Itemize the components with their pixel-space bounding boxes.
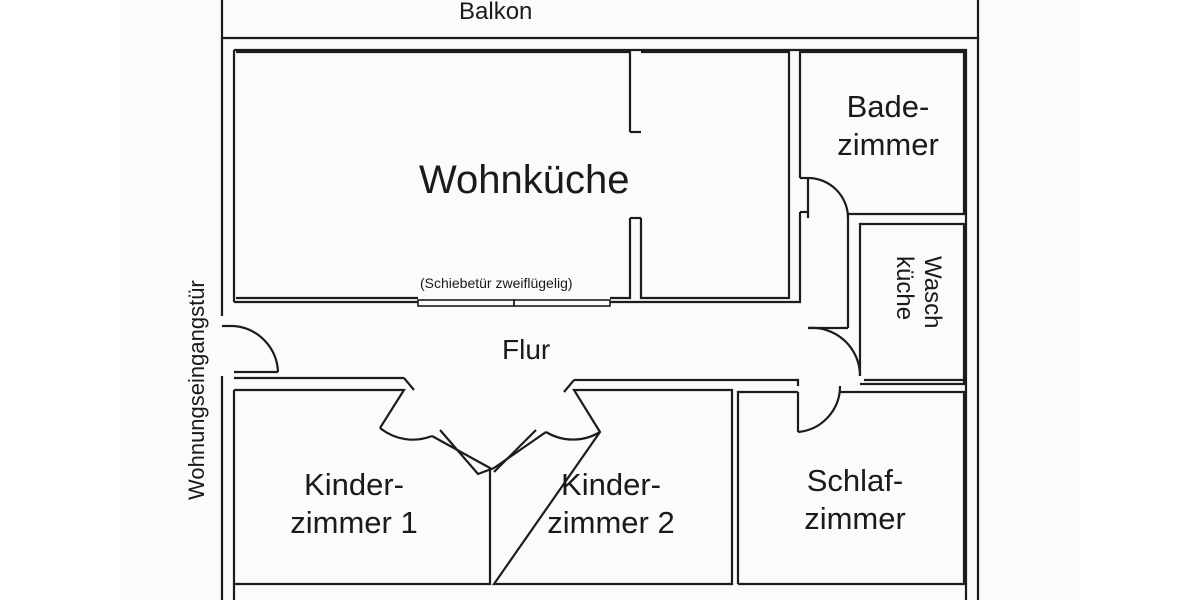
label-waschkueche-line-2: küche — [891, 256, 918, 321]
label-schlafzimmer-line-1: Schlaf- — [806, 463, 904, 498]
room-kinderzimmer-1 — [234, 388, 495, 586]
label-badezimmer-line-1: Bade- — [846, 89, 930, 124]
exterior-walls — [220, 36, 980, 600]
room-wohnkueche — [236, 50, 791, 300]
label-flur: Flur — [502, 334, 551, 365]
room-badezimmer — [798, 50, 966, 219]
label-badezimmer-line-2: zimmer — [837, 127, 939, 162]
label-waschkueche: Wasch küche — [890, 256, 946, 328]
room-waschkueche — [807, 214, 966, 386]
room-schlafzimmer — [736, 385, 966, 586]
label-wohnkueche: Wohnküche — [419, 158, 630, 202]
label-schlafzimmer: Schlaf- zimmer — [780, 462, 930, 538]
corridor-bottom-wall — [234, 376, 966, 393]
entrance-door — [222, 324, 280, 374]
label-schlafzimmer-line-2: zimmer — [804, 501, 906, 536]
label-kinderzimmer-2: Kinder- zimmer 2 — [526, 466, 696, 542]
label-kinderzimmer-2-line-2: zimmer 2 — [547, 505, 675, 540]
room-kinderzimmer-2 — [491, 388, 734, 586]
label-sliding-door: (Schiebetür zweiflügelig) — [420, 275, 573, 291]
label-kinderzimmer-1-line-1: Kinder- — [304, 467, 404, 502]
label-kinderzimmer-2-line-1: Kinder- — [561, 467, 661, 502]
label-waschkueche-line-1: Wasch — [919, 256, 946, 329]
balcony-outline — [220, 0, 980, 38]
label-kinderzimmer-1: Kinder- zimmer 1 — [270, 466, 438, 542]
label-kinderzimmer-1-line-2: zimmer 1 — [290, 505, 418, 540]
label-balkon: Balkon — [459, 0, 533, 25]
corridor-top-wall — [234, 210, 808, 304]
label-entrance: Wohnungseingangstür — [184, 280, 209, 500]
sliding-door-symbol — [417, 299, 611, 307]
label-badezimmer: Bade- zimmer — [820, 88, 956, 164]
